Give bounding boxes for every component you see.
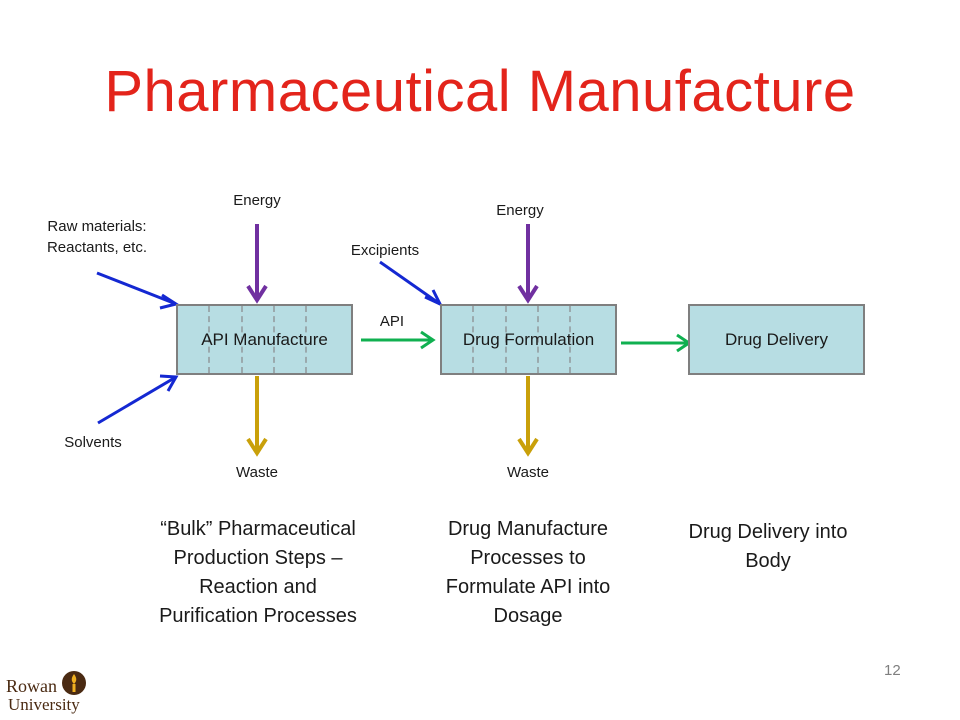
raw-materials-label: Raw materials: Reactants, etc.: [46, 218, 148, 256]
api-flow-label: API: [379, 313, 405, 330]
excipients-label: Excipients: [350, 242, 420, 259]
excipients-arrow: [379, 260, 444, 308]
bulk-production-description: “Bulk” Pharmaceutical Production Steps –…: [159, 518, 357, 627]
logo-university-text: University: [8, 695, 80, 714]
page-number: 12: [884, 662, 901, 679]
waste-arrow-2: [517, 376, 539, 457]
drug-formulation-label: Drug Formulation: [462, 329, 595, 349]
solvents-arrow: [97, 374, 179, 425]
solvents-label: Solvents: [64, 434, 122, 451]
slide-title: Pharmaceutical Manufacture: [104, 59, 856, 124]
api-manufacture-box: API Manufacture: [176, 304, 353, 375]
energy-label-2: Energy: [496, 202, 544, 219]
logo-rowan-text: Rowan: [6, 676, 57, 696]
raw-materials-arrow: [96, 271, 180, 310]
drug-delivery-label: Drug Delivery: [725, 329, 828, 349]
waste-label-2: Waste: [507, 464, 549, 481]
drug-manufacture-description: Drug Manufacture Processes to Formulate …: [445, 518, 611, 627]
api-manufacture-label: API Manufacture: [201, 329, 328, 349]
delivery-flow-arrow: [621, 333, 692, 353]
drug-delivery-description: Drug Delivery into Body: [688, 521, 848, 572]
energy-arrow-1: [246, 224, 268, 304]
torch-seal-icon: [62, 671, 86, 695]
energy-label-1: Energy: [233, 192, 281, 209]
drug-delivery-box: Drug Delivery: [688, 304, 865, 375]
waste-arrow-1: [246, 376, 268, 457]
drug-formulation-box: Drug Formulation: [440, 304, 617, 375]
api-flow-arrow: [361, 330, 436, 350]
rowan-university-logo: Rowan University: [6, 671, 86, 714]
waste-label-1: Waste: [236, 464, 278, 481]
energy-arrow-2: [517, 224, 539, 304]
